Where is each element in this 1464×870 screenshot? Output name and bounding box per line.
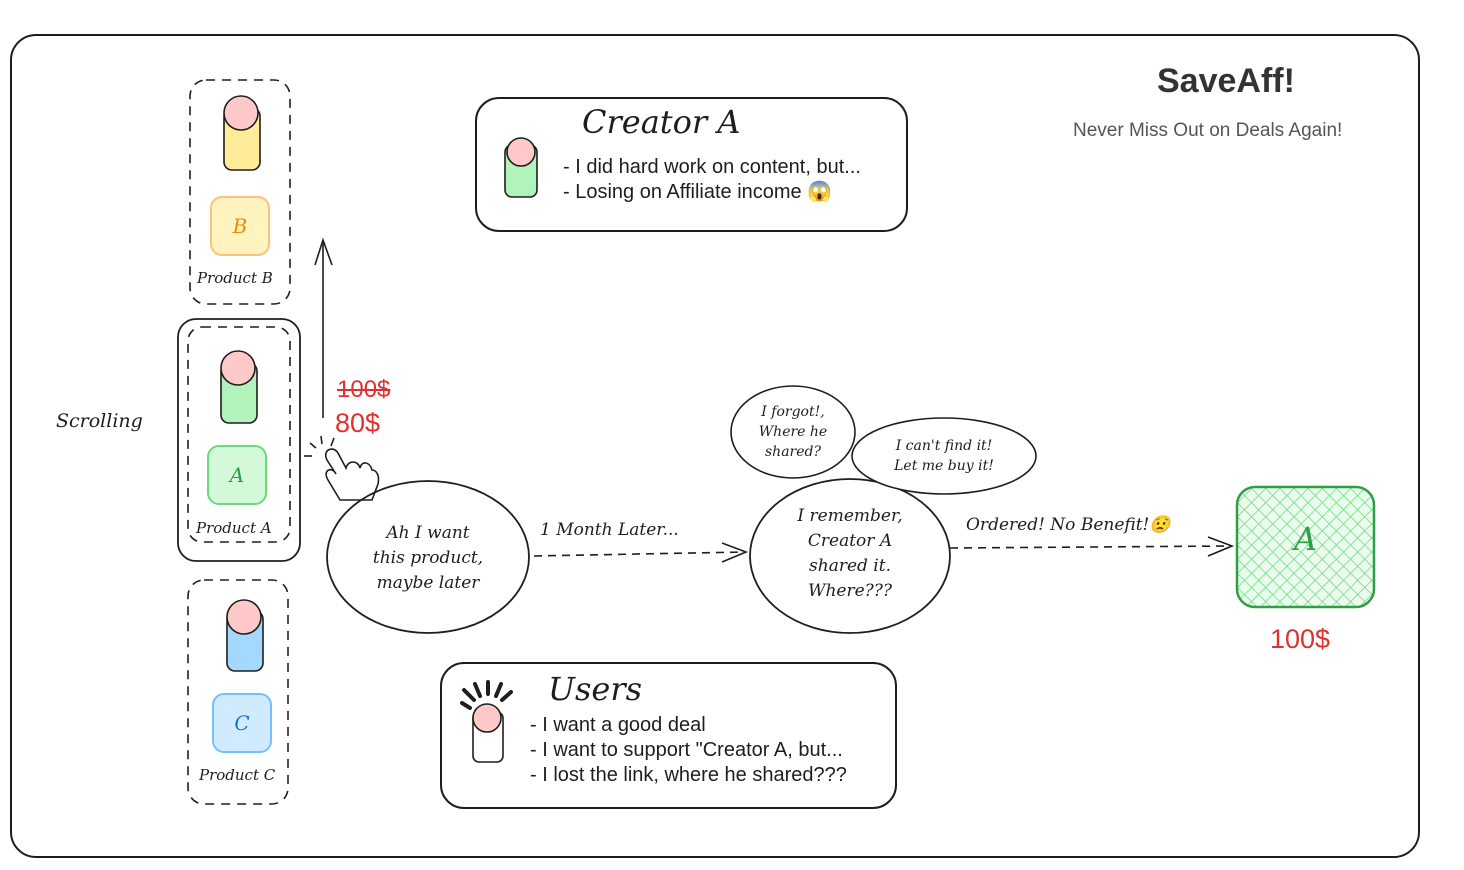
final-product-tile xyxy=(1235,485,1376,609)
bubble-cant-find-text: I can't find it! Let me buy it! xyxy=(894,438,994,474)
product-a-tile[interactable]: A xyxy=(207,445,267,505)
scrolling-label: Scrolling xyxy=(56,410,143,432)
users-card-line: - I want a good deal xyxy=(530,714,706,736)
product-a-label: Product A xyxy=(196,519,272,537)
bubble-remember-text: I remember, Creator A shared it. Where??… xyxy=(797,506,903,601)
product-b-figure-head xyxy=(223,95,259,131)
users-card: Users - I want a good deal - I want to s… xyxy=(440,662,897,809)
final-product-letter: A xyxy=(1293,520,1318,558)
app-title: SaveAff! xyxy=(1157,62,1295,100)
product-b-label: Product B xyxy=(197,269,273,287)
product-c-label: Product C xyxy=(199,766,276,784)
arrow-month-later-label: 1 Month Later... xyxy=(540,520,679,540)
arrow-ordered xyxy=(949,536,1235,557)
product-b-tile[interactable]: B xyxy=(210,196,270,256)
users-card-line: - I lost the link, where he shared??? xyxy=(530,764,847,786)
bubble-forgot-text: I forgot!, Where he shared? xyxy=(758,404,828,460)
scroll-arrow xyxy=(314,237,333,418)
arrow-ordered-label: Ordered! No Benefit!😟 xyxy=(966,515,1171,535)
creator-avatar xyxy=(504,137,538,198)
pointer-hand-icon xyxy=(304,435,380,501)
price-old: 100$ xyxy=(337,376,391,403)
creator-card-title: Creator A xyxy=(582,103,741,141)
bubble-want-shape xyxy=(326,480,530,634)
bubble-remember-shape xyxy=(749,478,951,634)
users-card-title: Users xyxy=(548,670,643,708)
creator-card: Creator A - I did hard work on content, … xyxy=(475,97,908,232)
product-b-group xyxy=(189,79,291,305)
users-avatar xyxy=(460,680,513,763)
users-card-line: - I want to support "Creator A, but... xyxy=(530,739,843,761)
bubble-forgot-shape xyxy=(730,385,856,479)
product-a-group xyxy=(177,318,301,562)
product-c-tile[interactable]: C xyxy=(212,693,272,753)
app-subtitle: Never Miss Out on Deals Again! xyxy=(1073,120,1343,141)
creator-card-line: - Losing on Affiliate income 😱 xyxy=(563,181,833,203)
arrow-month-later xyxy=(533,542,749,563)
price-new: 80$ xyxy=(335,408,381,438)
canvas-frame xyxy=(10,34,1420,858)
price-final: 100$ xyxy=(1270,624,1331,654)
bubble-want-text: Ah I want this product, maybe later xyxy=(372,523,484,593)
creator-card-line: - I did hard work on content, but... xyxy=(563,156,861,178)
bubble-cant-find-shape xyxy=(851,417,1037,495)
product-c-group xyxy=(187,579,289,805)
